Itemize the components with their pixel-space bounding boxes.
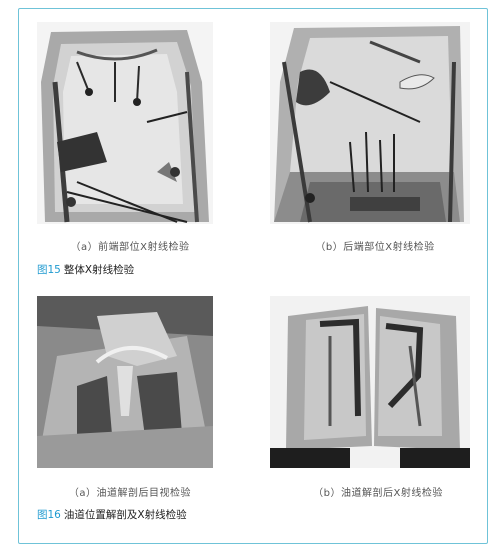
figure15-number: 图15: [37, 264, 61, 276]
figure16-caption-b: （b）油道解剖后X射线检验: [313, 488, 443, 499]
figure15-caption-a: （a）前端部位X射线检验: [70, 242, 190, 253]
dissection-photo: [37, 296, 213, 468]
figure16-number: 图16: [37, 509, 61, 521]
xray-front-image: [37, 22, 213, 224]
figure16-title-text: 油道位置解剖及X射线检验: [63, 509, 187, 521]
figure15-caption-b: （b）后端部位X射线检验: [315, 242, 435, 253]
page-frame: [18, 8, 488, 544]
dissection-xray-image: [270, 296, 470, 468]
figure16-caption-a: （a）油道解剖后目视检验: [68, 488, 192, 499]
xray-rear-image: [270, 22, 470, 224]
figure15-title-text: 整体X射线检验: [63, 264, 135, 276]
